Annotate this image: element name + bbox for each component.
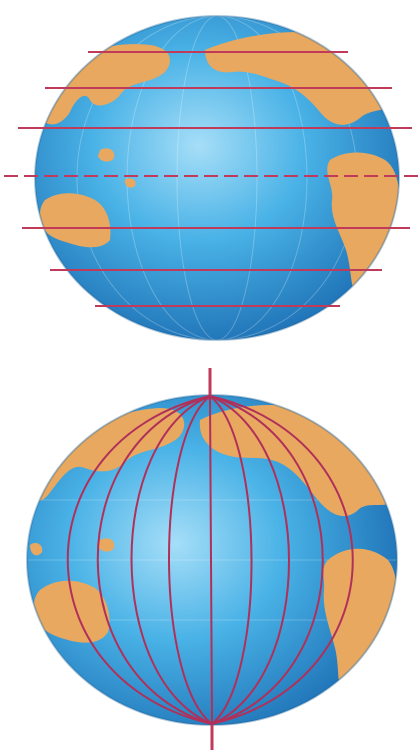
landmass-australia: [39, 193, 111, 248]
landmass-australia: [33, 580, 110, 643]
latitude-globe: [4, 15, 418, 341]
landmass-islands: [98, 148, 136, 188]
longitude-globe: [26, 368, 398, 750]
meridian-line: [209, 395, 354, 725]
meridian-line: [96, 395, 213, 725]
meridian-line: [209, 395, 290, 725]
meridian-line: [66, 395, 213, 725]
meridian-line: [168, 395, 213, 725]
parallel-lines: [4, 51, 418, 307]
meridian-line: [209, 395, 253, 725]
meridian-line: [209, 395, 324, 725]
landmass-islands: [30, 538, 115, 556]
landmass-asia: [35, 44, 170, 125]
central-meridian-line: [209, 395, 213, 725]
meridian-lines: [66, 395, 354, 725]
meridian-line: [130, 395, 213, 725]
